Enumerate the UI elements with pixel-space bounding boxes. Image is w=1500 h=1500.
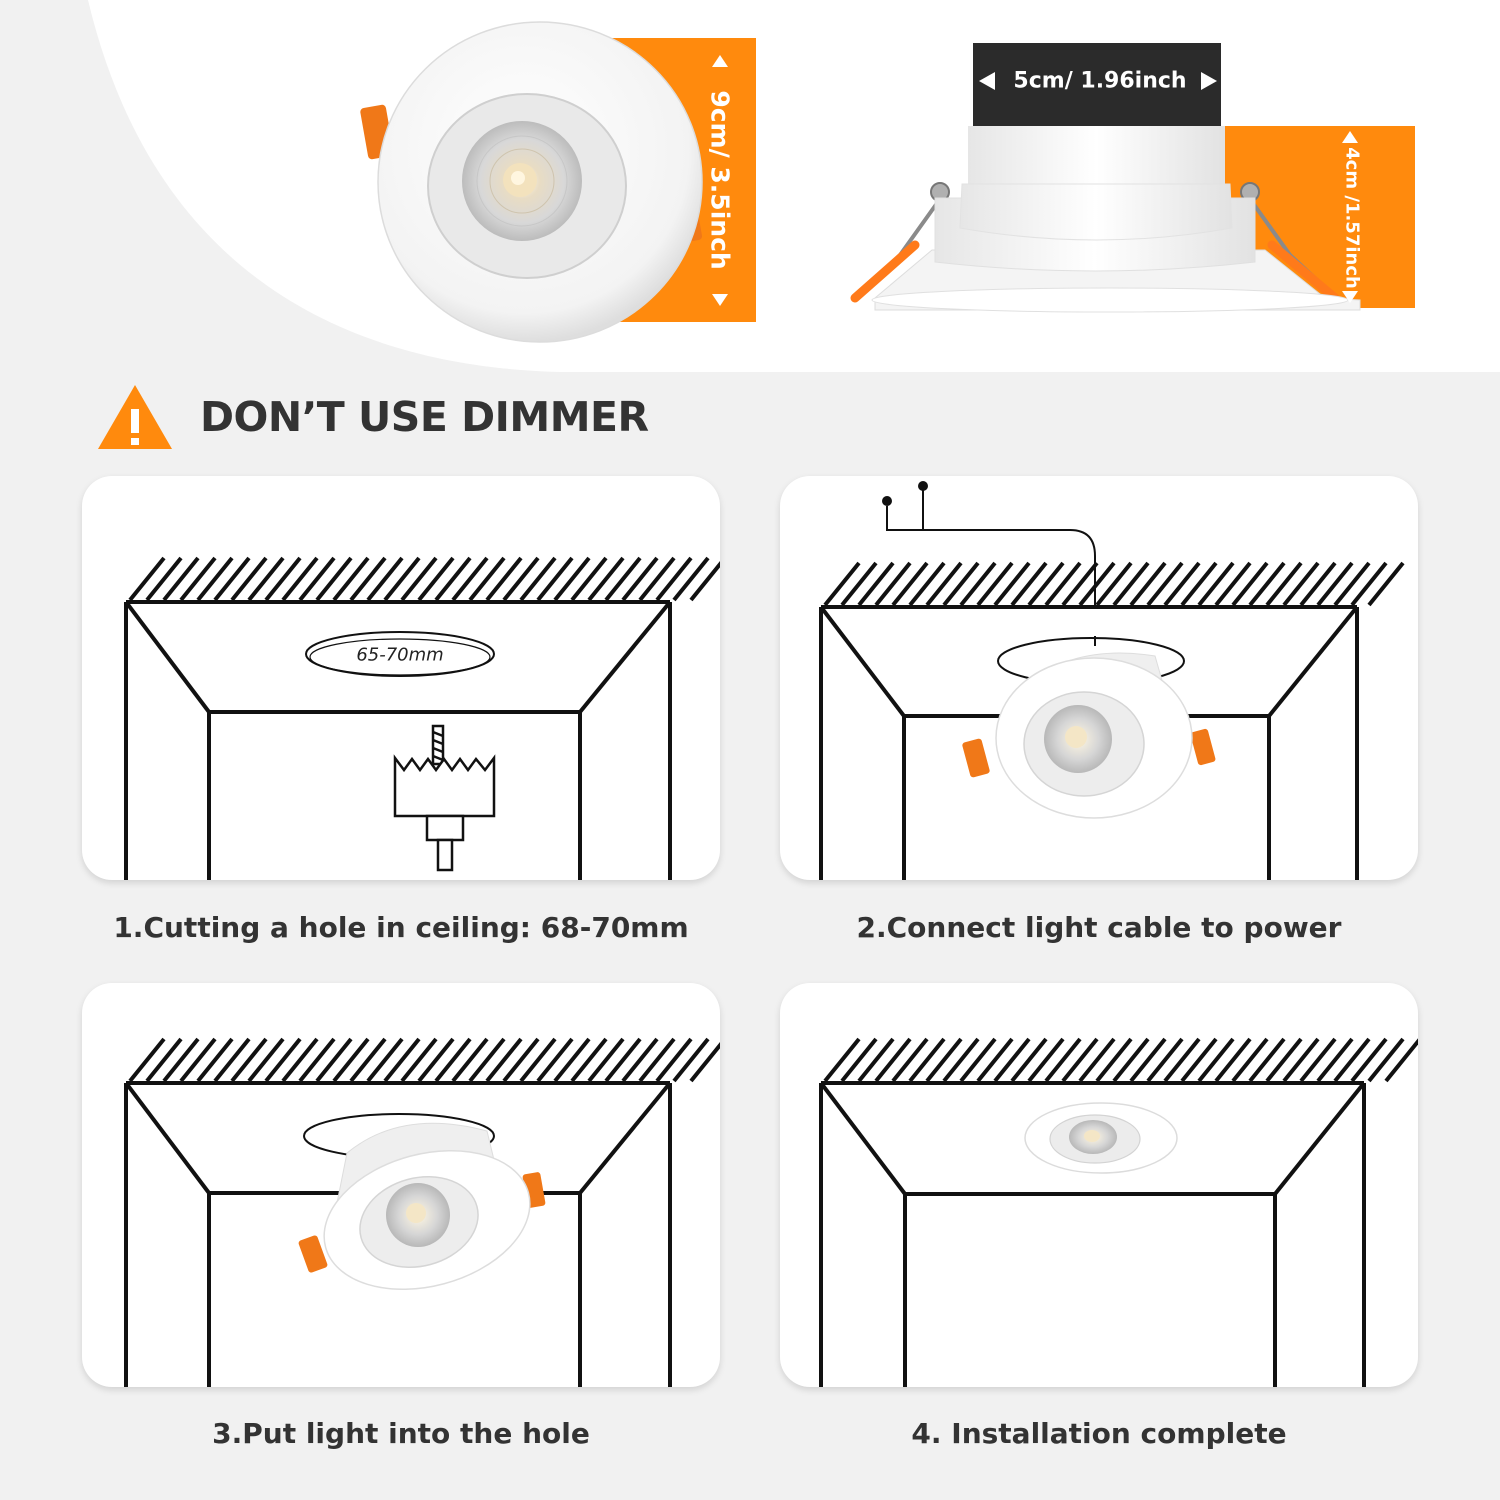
step-2-card [780, 476, 1418, 880]
ceiling-outline [819, 1081, 1366, 1387]
hole-saw-icon [393, 724, 496, 872]
height-dimension: 4cm /1.57inch [1342, 131, 1363, 303]
ceiling-hatch [128, 556, 720, 602]
downlight-illustration [298, 1122, 546, 1291]
diameter-dimension: 9cm/ 3.5inch [706, 55, 735, 306]
hole-outline: 65-70mm [305, 631, 495, 677]
cable-terminal-icon [918, 481, 928, 491]
arrow-up-icon [1342, 131, 1358, 143]
step-4-caption: 4. Installation complete [911, 1417, 1287, 1450]
ceiling-hatch [823, 561, 1405, 607]
step-2-diagram [819, 481, 1405, 880]
warning-title: DON’T USE DIMMER [200, 393, 649, 441]
step-4-card [780, 983, 1418, 1387]
power-cable [886, 488, 1096, 606]
step-3-caption: 3.Put light into the hole [212, 1417, 590, 1450]
step-1-diagram: 65-70mm [124, 556, 720, 880]
step-1-caption: 1.Cutting a hole in ceiling: 68-70mm [113, 911, 689, 944]
downlight-side-view [850, 43, 1415, 313]
warning-banner: DON’T USE DIMMER [96, 382, 649, 452]
diameter-label: 9cm/ 3.5inch [706, 90, 735, 269]
warning-triangle-icon [98, 385, 172, 449]
downlight-front-view [360, 21, 756, 343]
downlight-illustration [962, 652, 1216, 819]
arrow-down-icon [1342, 291, 1358, 303]
step-3-diagram [124, 1037, 720, 1387]
step-4-diagram [819, 1037, 1418, 1387]
cable-terminal-icon [882, 496, 892, 506]
hole-size-label: 65-70mm [356, 645, 443, 666]
installed-downlight-illustration [1024, 1102, 1178, 1174]
arrow-down-icon [712, 294, 728, 306]
step-1-card: 65-70mm [82, 476, 720, 880]
ceiling-hatch [823, 1037, 1418, 1083]
width-label: 5cm/ 1.96inch [1013, 69, 1186, 94]
width-dimension: 5cm/ 1.96inch [979, 69, 1217, 94]
arrow-up-icon [712, 55, 728, 67]
height-label: 4cm /1.57inch [1342, 147, 1363, 289]
width-dark-band [973, 43, 1221, 126]
ceiling-outline [124, 600, 672, 880]
ceiling-hatch [128, 1037, 720, 1083]
step-2-caption: 2.Connect light cable to power [856, 911, 1342, 944]
arrow-left-icon [979, 72, 995, 90]
step-3-card [82, 983, 720, 1387]
arrow-right-icon [1201, 72, 1217, 90]
product-dimensions-section: 9cm/ 3.5inch 5cm/ 1.96inch 4cm /1.57inch [88, 0, 1500, 372]
